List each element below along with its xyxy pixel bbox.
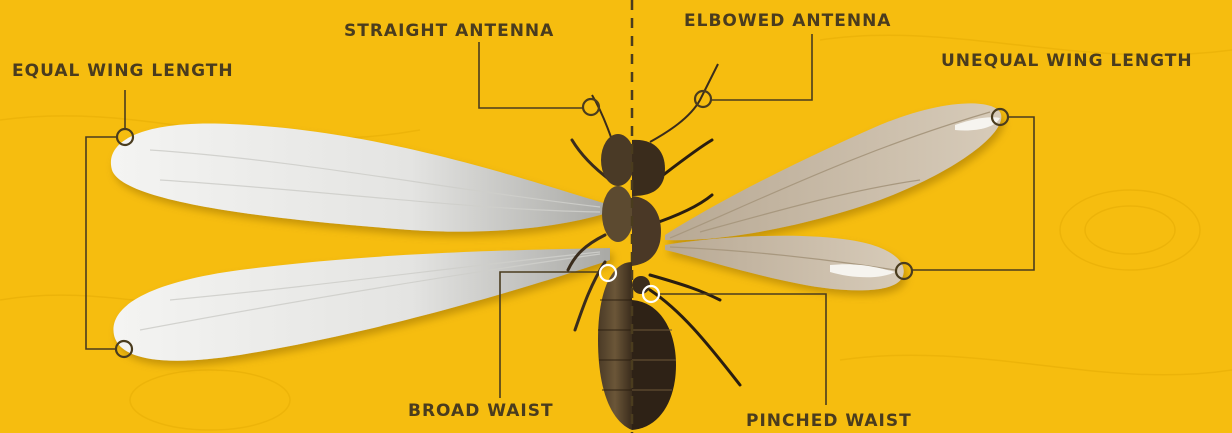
termite-upper-wing [111,124,610,232]
elbowed-antenna-label: ELBOWED ANTENNA [684,11,891,31]
pinched-waist-leader [660,294,826,405]
equal-wing-length-label: EQUAL WING LENGTH [12,61,234,81]
equal-wing-bracket [86,137,116,349]
straight-antenna-leader [479,42,584,108]
ant-antenna [650,64,718,142]
broad-waist-label: BROAD WAIST [408,401,554,421]
straight-antenna-label: STRAIGHT ANTENNA [344,21,554,41]
pinched-waist-label: PINCHED WAIST [746,411,912,431]
ant-wings [665,103,1001,290]
termite-antenna [592,95,612,140]
unequal-wing-length-label: UNEQUAL WING LENGTH [941,51,1193,71]
termite-lower-wing [113,248,610,361]
termite-wings [111,124,610,361]
elbowed-antenna-leader [711,34,812,100]
straight-antenna-marker [583,99,599,115]
ant-lower-wing [665,236,904,291]
termite-body [598,134,635,430]
ant-body [632,140,676,430]
broad-waist-leader [500,272,600,398]
